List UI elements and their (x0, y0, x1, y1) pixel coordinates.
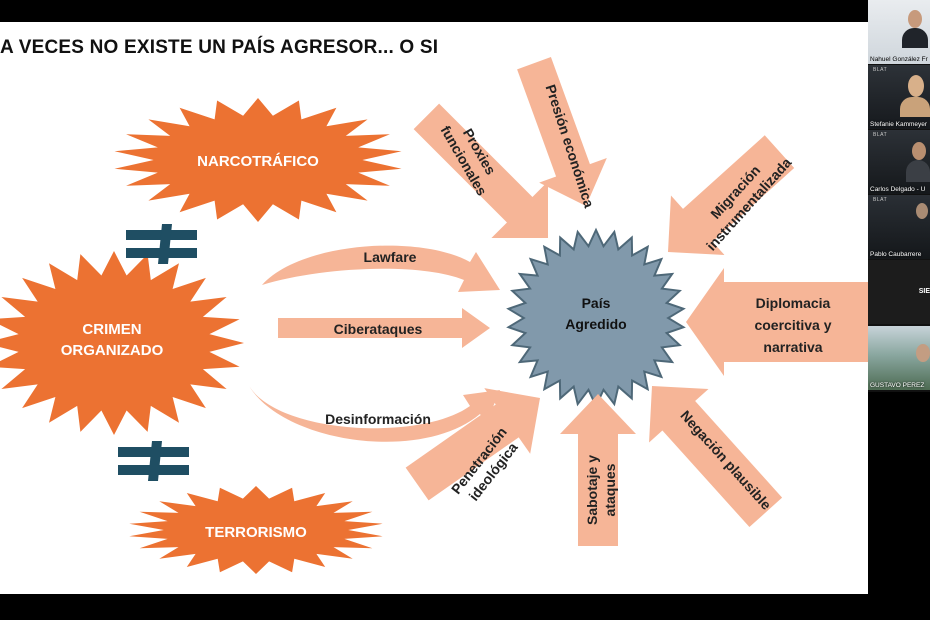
not-equal-symbol-top (126, 224, 197, 264)
room-logo: BLAT (873, 197, 888, 203)
lawfare-label: Lawfare (364, 249, 417, 265)
diplomacia-label-line3: narrativa (763, 339, 822, 355)
participant-name: GUSTAVO PEREZ (870, 382, 925, 389)
presion-arrow (517, 57, 607, 206)
participant-tile[interactable]: Nahuel González Fr (868, 0, 930, 64)
participant-tile[interactable]: GUSTAVO PEREZ (868, 326, 930, 390)
sabotaje-arrow (560, 394, 636, 546)
participants-panel: Nahuel González Fr BLAT Stefanie Kammeye… (868, 0, 930, 392)
penetracion-arrow (405, 388, 540, 501)
presentation-slide: A VECES NO EXISTE UN PAÍS AGRESOR... O S… (0, 22, 868, 594)
terrorismo-label: TERRORISMO (205, 524, 307, 541)
sabotaje-label-group: Sabotaje y ataques (584, 455, 618, 525)
migracion-arrow (668, 135, 795, 255)
lawfare-arrow (262, 245, 500, 292)
ciberataques-arrow (278, 308, 490, 348)
diplomacia-label-line1: Diplomacia (756, 295, 831, 311)
crimen-label-line1: CRIMEN (82, 321, 141, 338)
participant-tile[interactable]: BLAT Pablo Caubarrere (868, 195, 930, 259)
participant-name: Nahuel González Fr (870, 56, 928, 63)
burst-crimen-organizado (0, 251, 244, 435)
participant-tile[interactable]: BLAT Stefanie Kammeyer (868, 65, 930, 129)
narcotrafico-label: NARCOTRÁFICO (197, 153, 319, 170)
proxies-arrow (413, 103, 548, 238)
participant-name: Stefanie Kammeyer (870, 121, 928, 128)
participant-name: Pablo Caubarrere (870, 251, 922, 258)
diplomacia-arrow (686, 268, 868, 376)
center-label-line2: Agredido (565, 316, 626, 332)
negacion-arrow (649, 386, 783, 528)
sabotaje-label-line1: Sabotaje y (584, 455, 600, 525)
desinformacion-arrow (248, 384, 500, 442)
center-label-line1: País (582, 295, 611, 311)
diagram: NARCOTRÁFICO CRIMEN ORGANIZADO TERRORISM… (0, 57, 868, 574)
ciberataques-label: Ciberataques (334, 321, 423, 337)
diplomacia-label-line2: coercitiva y (754, 317, 831, 333)
participant-name: SIE (918, 288, 930, 295)
burst-terrorismo (129, 486, 383, 574)
desinformacion-label: Desinformación (325, 411, 431, 427)
slide-title: A VECES NO EXISTE UN PAÍS AGRESOR... O S… (0, 37, 439, 58)
room-logo: BLAT (873, 67, 888, 73)
participant-tile[interactable]: SIE (868, 260, 930, 324)
burst-narcotrafico (114, 98, 402, 222)
room-logo: BLAT (873, 132, 888, 138)
participant-tile[interactable]: BLAT Carlos Delgado - U (868, 130, 930, 194)
not-equal-symbol-bottom (118, 441, 189, 481)
crimen-label-line2: ORGANIZADO (61, 342, 164, 359)
participant-name: Carlos Delgado - U (870, 186, 926, 193)
sabotaje-label-line2: ataques (602, 463, 618, 516)
